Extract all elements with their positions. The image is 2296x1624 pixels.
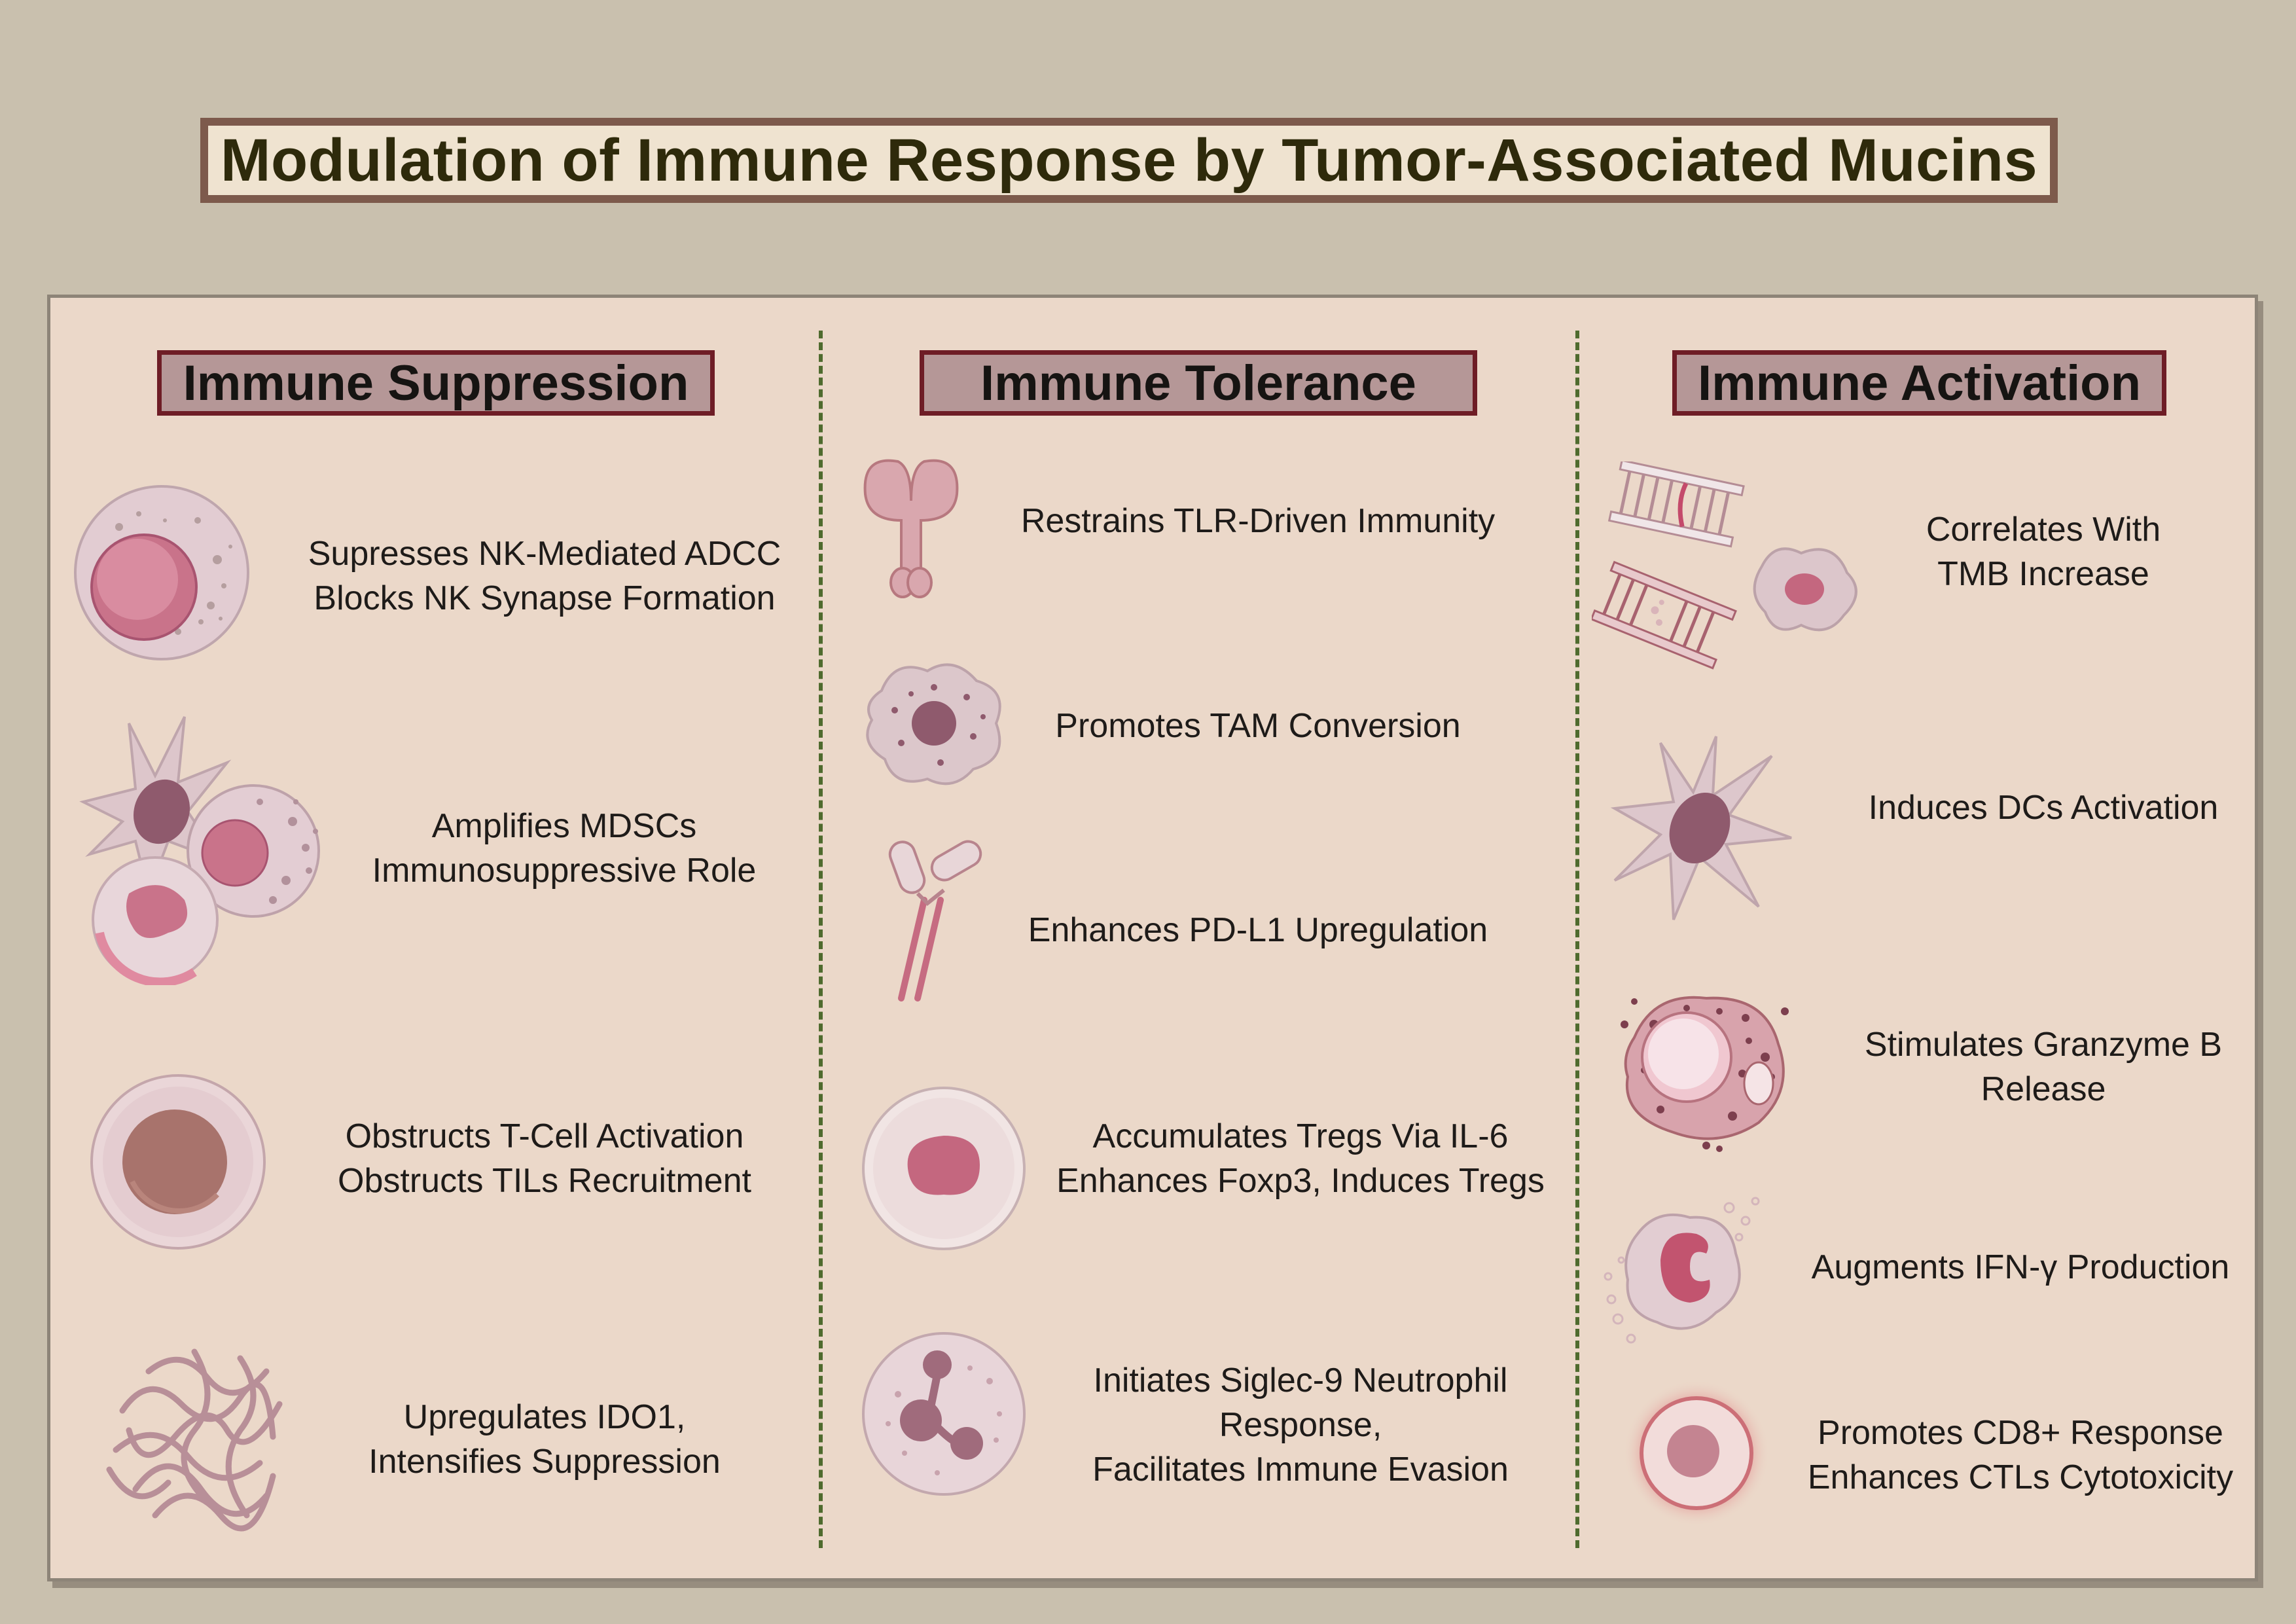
ifn-cell-icon (1604, 1197, 1760, 1344)
suppression-item-4-text: Upregulates IDO1, Intensifies Suppressio… (368, 1398, 721, 1481)
treg-cell-icon (862, 1087, 1026, 1250)
activation-item-3-text: Stimulates Granzyme B Release (1864, 1026, 2223, 1108)
column-divider-1 (819, 331, 823, 1548)
activation-item-4-text: Augments IFN-γ Production (1811, 1248, 2230, 1286)
mdsc-cells-icon (79, 716, 320, 985)
tolerance-item-2-text: Promotes TAM Conversion (1055, 707, 1461, 745)
header-immune-suppression: Immune Suppression (157, 350, 715, 416)
content-panel: Immune Suppression Immune Tolerance Immu… (47, 295, 2258, 1581)
page-title-text: Modulation of Immune Response by Tumor-A… (220, 126, 2038, 194)
activation-item-2-text: Induces DCs Activation (1868, 789, 2219, 827)
header-immune-activation: Immune Activation (1672, 350, 2166, 416)
column-divider-2 (1575, 331, 1579, 1548)
activation-item-1-text: Correlates With TMB Increase (1926, 511, 2161, 593)
tolerance-item-1-text: Restrains TLR-Driven Immunity (1020, 502, 1496, 540)
activation-item-5-text: Promotes CD8+ Response Enhances CTLs Cyt… (1807, 1414, 2234, 1496)
page-title: Modulation of Immune Response by Tumor-A… (200, 118, 2058, 203)
tolerance-item-5-text: Initiates Siglec-9 Neutrophil Response, … (1092, 1362, 1509, 1489)
header-immune-tolerance: Immune Tolerance (920, 350, 1477, 416)
suppression-item-3-text: Obstructs T-Cell Activation Obstructs TI… (338, 1117, 751, 1200)
tolerance-item-4-text: Accumulates Tregs Via IL-6 Enhances Foxp… (1056, 1117, 1545, 1200)
tolerance-item-3-text: Enhances PD-L1 Upregulation (1028, 911, 1488, 949)
macrophage-icon (866, 663, 1001, 785)
dna-tumor-cell-icon (1592, 461, 1857, 670)
suppression-item-2-text: Amplifies MDSCs Immunosuppressive Role (372, 807, 757, 890)
dendritic-cell-icon (1610, 736, 1792, 920)
ctl-cell-icon (1623, 1380, 1770, 1526)
t-cell-icon (90, 1074, 266, 1250)
nk-cell-icon (74, 485, 249, 660)
tlr-receptor-icon (863, 459, 959, 598)
granular-cell-icon (1621, 996, 1789, 1152)
suppression-item-1-text: Supresses NK-Mediated ADCC Blocks NK Syn… (308, 535, 781, 617)
neutrophil-icon (862, 1332, 1026, 1496)
pd-l1-receptor-icon (888, 840, 982, 1001)
ido1-protein-icon (106, 1348, 283, 1532)
